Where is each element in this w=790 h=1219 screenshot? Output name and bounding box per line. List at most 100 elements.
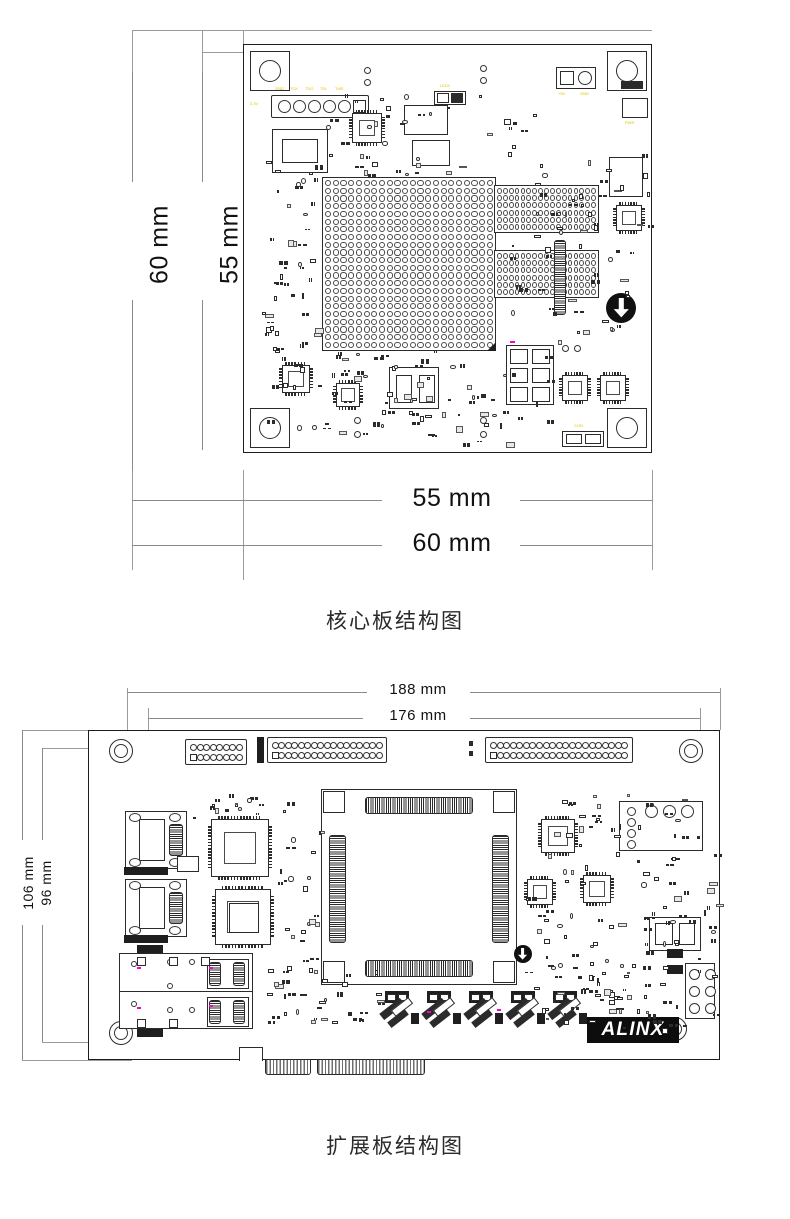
bga-ball <box>486 287 493 295</box>
expansion-header[interactable] <box>267 737 387 763</box>
smd-component <box>307 228 310 231</box>
bga-ball <box>486 303 493 310</box>
jtag-pin <box>308 100 321 113</box>
dim-line-vertical-55mm <box>202 300 203 450</box>
bga-ball <box>432 226 440 233</box>
qfp-lead <box>538 831 542 834</box>
smd-component <box>472 400 475 405</box>
header-pin <box>190 744 197 751</box>
bga-ball <box>448 241 455 248</box>
expansion-header[interactable] <box>485 737 633 763</box>
header-pin <box>555 752 563 759</box>
smd-component <box>578 826 585 833</box>
bga-ball <box>479 318 486 325</box>
smd-component <box>417 421 421 426</box>
smd-component <box>581 989 584 994</box>
smd-component <box>647 966 651 970</box>
qfp-lead <box>303 392 306 396</box>
qfp-lead <box>218 876 220 880</box>
bga-ball <box>340 218 347 225</box>
btb-connector-left[interactable] <box>329 835 346 943</box>
qfp-lead <box>614 400 616 404</box>
smd-component <box>193 816 196 820</box>
bga-ball <box>579 223 585 230</box>
smd-component <box>318 830 322 835</box>
smd-component <box>319 1000 326 1005</box>
bga-ball <box>455 326 463 333</box>
qfp-lead <box>552 896 556 898</box>
qfp-lead <box>349 133 353 136</box>
bga-ball <box>402 295 409 302</box>
qfp-lead <box>349 125 353 127</box>
smd-component <box>567 804 570 806</box>
bga-ball <box>508 288 514 295</box>
smd-component <box>435 350 437 353</box>
sma-pin <box>429 994 438 1001</box>
bga-ball <box>340 341 347 348</box>
smd-component <box>670 863 674 866</box>
bga-ball <box>532 274 538 281</box>
bga-ball <box>448 295 455 302</box>
alinx-logo: ALINX <box>587 1017 679 1043</box>
via-hole <box>569 912 573 919</box>
btb-connector-right[interactable] <box>492 835 509 943</box>
via-hole <box>354 431 361 438</box>
qfp-lead <box>234 886 237 890</box>
bga-ball <box>348 303 355 310</box>
dim-line-horizontal-188mm <box>470 692 720 693</box>
bga-ball <box>479 218 486 225</box>
btb-connector-bottom[interactable] <box>365 960 473 977</box>
via-hole <box>189 1007 195 1013</box>
bga-ball <box>471 303 478 310</box>
btb-connector-top[interactable] <box>365 797 473 814</box>
bga-ball <box>409 272 416 279</box>
bga-ball <box>417 187 424 194</box>
dim-ext-line <box>22 1060 132 1061</box>
smd-component <box>308 278 311 282</box>
smd-component <box>546 380 551 384</box>
qfp-lead <box>570 372 573 376</box>
sma-gnd <box>579 1013 587 1024</box>
smd-component <box>645 802 649 807</box>
via-hole <box>480 431 487 438</box>
via-hole <box>574 345 581 352</box>
bga-ball <box>417 318 424 325</box>
qfp-lead <box>208 844 212 847</box>
bga-ball <box>402 257 409 264</box>
bga-ball <box>402 341 409 348</box>
bga-ball <box>549 223 555 230</box>
smd-component <box>213 805 216 810</box>
qfp-lead <box>260 886 263 890</box>
expansion-header[interactable] <box>185 739 247 765</box>
bga-ball <box>585 188 591 195</box>
bga-ball <box>502 216 508 223</box>
pwr-header[interactable] <box>622 98 648 118</box>
qfp-lead <box>636 202 638 206</box>
smd-component <box>594 225 599 231</box>
qfp-lead <box>641 208 645 210</box>
bga-ball <box>332 318 339 325</box>
bga-ball <box>386 218 393 225</box>
qfp-lead <box>580 881 584 883</box>
right-header[interactable] <box>554 240 566 315</box>
bga-ball <box>402 195 409 202</box>
bga-ball <box>348 233 355 241</box>
bga-ball <box>440 341 447 348</box>
bga-ball <box>585 216 591 223</box>
smd-component <box>664 812 669 815</box>
smd-component <box>284 282 287 286</box>
smd-component <box>310 957 314 960</box>
bga-ball <box>409 326 416 333</box>
dimension-label-vertical-inner: 55 mm <box>215 205 244 284</box>
bga-ball <box>378 203 386 210</box>
qfp-lead <box>619 202 621 206</box>
qfp-lead <box>367 110 369 114</box>
qfp-lead <box>231 944 234 948</box>
bga-ball <box>348 226 355 233</box>
qfp-lead <box>372 110 375 114</box>
smd-component <box>274 331 280 337</box>
smd-component <box>267 969 274 974</box>
smd-component <box>299 363 304 367</box>
bga-ball <box>538 223 543 230</box>
bga-ball <box>402 318 409 325</box>
